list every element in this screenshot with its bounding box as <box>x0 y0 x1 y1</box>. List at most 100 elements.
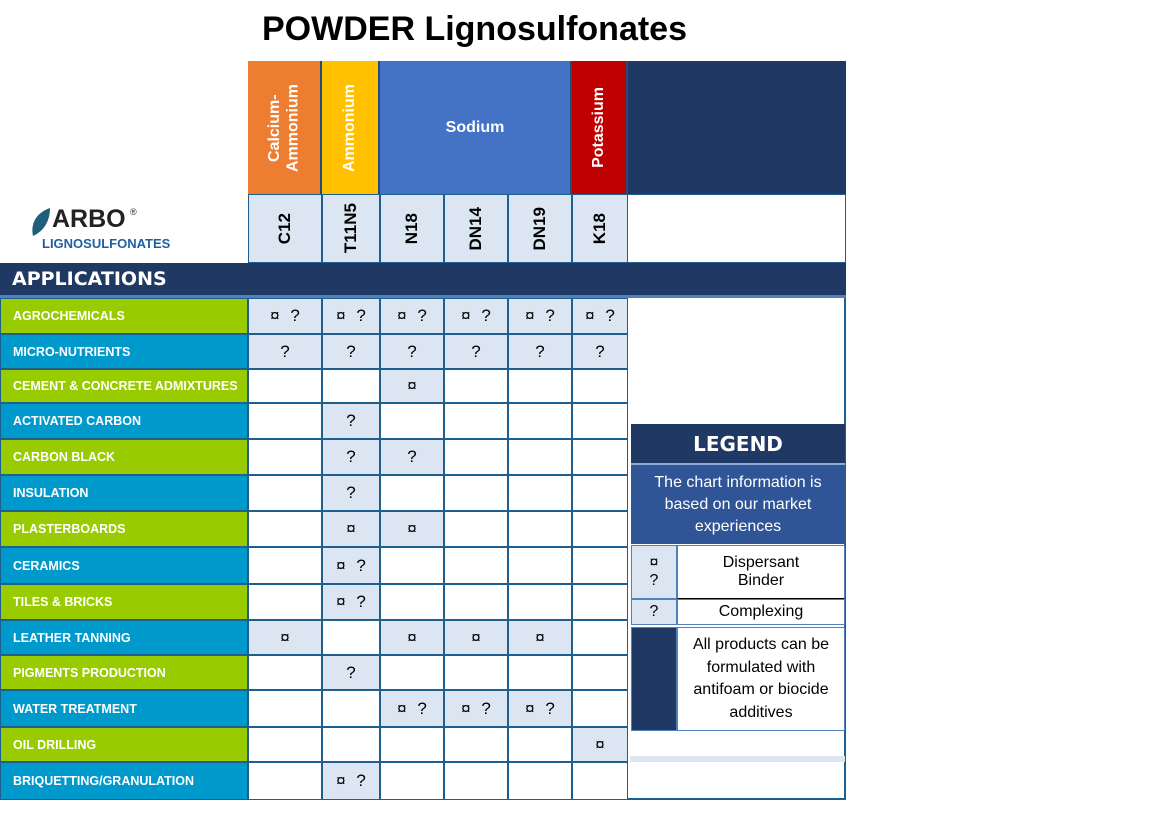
group-label: Sodium <box>445 118 505 136</box>
table-cell <box>248 475 322 511</box>
table-cell: ? <box>322 334 380 369</box>
product-header: C12 <box>248 194 322 263</box>
product-code: N18 <box>402 212 422 245</box>
table-cell <box>508 403 572 439</box>
leaf-icon <box>32 208 50 236</box>
table-cell <box>248 369 322 403</box>
product-code: DN14 <box>466 206 486 251</box>
application-label: CERAMICS <box>0 547 248 584</box>
product-header: DN19 <box>508 194 572 263</box>
table-cell <box>572 655 628 690</box>
table-cell <box>248 584 322 620</box>
table-cell <box>444 655 508 690</box>
logo-brand: ARBO <box>52 205 126 233</box>
table-cell <box>508 584 572 620</box>
table-cell <box>508 475 572 511</box>
table-cell <box>380 475 444 511</box>
table-cell <box>444 475 508 511</box>
table-cell <box>248 439 322 475</box>
legend-note: The chart information is based on our ma… <box>631 465 845 544</box>
table-cell: ¤ ? <box>248 298 322 334</box>
product-code: K18 <box>590 212 610 245</box>
table-cell: ? <box>322 403 380 439</box>
dispersant-label: Dispersant <box>722 554 800 571</box>
table-cell: ? <box>508 334 572 369</box>
application-label: ACTIVATED CARBON <box>0 403 248 439</box>
table-cell <box>572 690 628 727</box>
table-cell <box>444 369 508 403</box>
table-cell: ¤ <box>572 727 628 762</box>
table-cell: ¤ <box>380 620 444 655</box>
product-header: N18 <box>380 194 444 263</box>
table-cell: ¤ ? <box>322 762 380 800</box>
group-label: Ammonium <box>340 83 358 172</box>
application-label: LEATHER TANNING <box>0 620 248 655</box>
group-header: Ammonium <box>322 61 380 194</box>
logo-sub: LIGNOSULFONATES <box>42 236 171 251</box>
application-label: INSULATION <box>0 475 248 511</box>
table-cell: ? <box>322 655 380 690</box>
logo-reg: ® <box>130 207 137 217</box>
complexing-symbol: ? <box>631 599 677 625</box>
product-header: T11N5 <box>322 194 380 263</box>
table-cell <box>508 511 572 547</box>
table-cell: ¤ ? <box>444 690 508 727</box>
table-cell <box>572 762 628 800</box>
table-cell <box>248 655 322 690</box>
legend-area <box>628 298 846 800</box>
application-label: MICRO-NUTRIENTS <box>0 334 248 369</box>
product-code: T11N5 <box>341 203 361 254</box>
binder-symbol: ? <box>649 572 659 589</box>
table-cell <box>322 690 380 727</box>
table-cell: ¤ ? <box>572 298 628 334</box>
binder-label: Binder <box>737 572 785 589</box>
table-cell: ¤ <box>322 511 380 547</box>
legend-title: LEGEND <box>631 424 845 465</box>
table-cell <box>248 547 322 584</box>
table-cell <box>322 620 380 655</box>
table-cell <box>444 511 508 547</box>
group-header: Calcium- Ammonium <box>248 61 322 194</box>
product-header: K18 <box>572 194 628 263</box>
table-cell <box>572 475 628 511</box>
table-cell: ¤ <box>508 620 572 655</box>
table-cell: ¤ ? <box>322 584 380 620</box>
table-cell <box>322 369 380 403</box>
table-cell <box>380 403 444 439</box>
table-cell: ¤ <box>444 620 508 655</box>
table-cell <box>572 369 628 403</box>
table-cell <box>508 547 572 584</box>
additives-note: All products can be formulated with anti… <box>677 627 845 731</box>
table-cell <box>322 727 380 762</box>
table-cell <box>508 439 572 475</box>
application-label: AGROCHEMICALS <box>0 298 248 334</box>
table-cell <box>248 511 322 547</box>
table-cell: ¤ ? <box>444 298 508 334</box>
table-cell: ? <box>322 439 380 475</box>
table-cell <box>248 403 322 439</box>
legend-symbols-1: ¤? <box>631 545 677 599</box>
table-cell: ¤ ? <box>322 298 380 334</box>
dispersant-symbol: ¤ <box>649 554 659 571</box>
legend-stripe <box>630 756 845 762</box>
table-cell <box>248 762 322 800</box>
application-label: BRIQUETTING/GRANULATION <box>0 762 248 800</box>
table-cell <box>248 690 322 727</box>
table-cell <box>444 584 508 620</box>
table-cell <box>508 369 572 403</box>
application-label: TILES & BRICKS <box>0 584 248 620</box>
table-cell <box>380 727 444 762</box>
group-header: Potassium <box>572 61 628 194</box>
complexing-label: Complexing <box>677 599 845 625</box>
table-cell <box>572 584 628 620</box>
table-cell <box>444 439 508 475</box>
product-header: DN14 <box>444 194 508 263</box>
table-cell: ¤ ? <box>508 298 572 334</box>
table-cell: ¤ ? <box>322 547 380 584</box>
table-cell: ? <box>444 334 508 369</box>
table-cell <box>508 727 572 762</box>
group-label: Calcium- Ammonium <box>265 83 301 172</box>
table-cell <box>572 547 628 584</box>
table-cell: ? <box>322 475 380 511</box>
